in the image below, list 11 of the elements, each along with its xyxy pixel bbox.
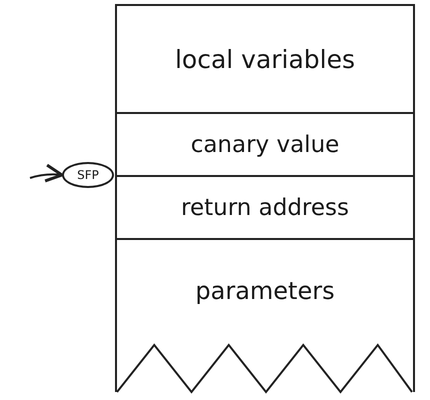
pointer-oval — [62, 162, 114, 188]
section-label: parameters — [195, 277, 335, 305]
pointer-label: SFP — [77, 168, 99, 182]
stack-section — [115, 175, 415, 240]
stack-section — [115, 238, 415, 342]
section-label: return address — [181, 194, 349, 220]
section-label: local variables — [174, 44, 356, 74]
section-label: canary value — [190, 132, 340, 158]
stack-section — [115, 112, 415, 177]
stack-section — [115, 4, 415, 114]
arrow — [30, 164, 64, 183]
